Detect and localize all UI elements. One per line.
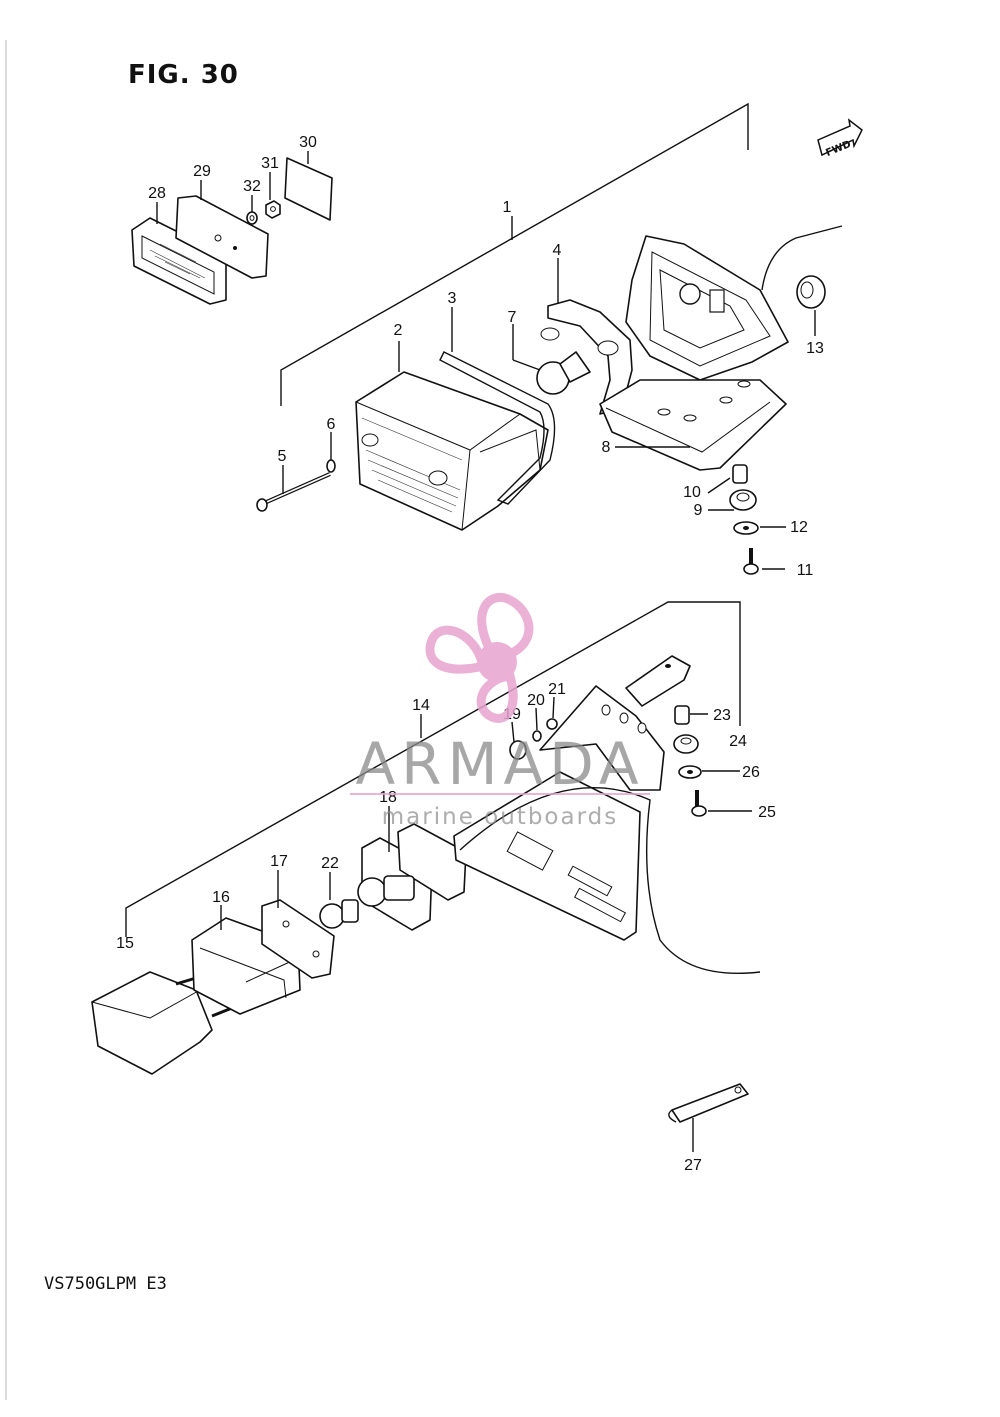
part-label-20: 20 [527, 692, 545, 709]
bulb-22 [319, 899, 359, 929]
part-label-7: 7 [508, 309, 517, 326]
socket-cover-4 [540, 299, 633, 415]
part-label-27: 27 [684, 1157, 702, 1174]
clamp-27 [668, 1083, 749, 1123]
fwd-arrow-badge: FWD [817, 118, 863, 159]
base-plate-8 [599, 379, 787, 471]
lens-gasket-3 [439, 351, 556, 505]
cushion-24 [673, 734, 699, 754]
grommet-13 [796, 275, 826, 309]
reflector-base-29 [175, 195, 269, 279]
part-number-labels: 1 2 3 4 5 6 7 8 9 10 11 12 13 14 15 16 1… [116, 134, 824, 1174]
part-label-1: 1 [503, 199, 512, 216]
part-label-29: 29 [193, 163, 211, 180]
part-label-28: 28 [148, 185, 166, 202]
part-label-12: 12 [790, 519, 808, 536]
part-label-3: 3 [448, 290, 457, 307]
propeller-logo-icon [425, 593, 534, 723]
nut-31 [265, 200, 281, 219]
screw-5 [256, 472, 331, 512]
part-label-14: 14 [412, 697, 430, 714]
part-label-10: 10 [683, 484, 701, 501]
collar-10 [732, 464, 748, 484]
bulb-7 [536, 351, 591, 395]
socket-18 [357, 823, 467, 931]
part-label-6: 6 [327, 416, 336, 433]
reflector-plate-30 [284, 157, 333, 221]
assembly-bracket-2 [125, 601, 741, 937]
figure-title: FIG. 30 [128, 60, 239, 90]
cushion-9 [729, 489, 757, 511]
bolt-11 [743, 548, 759, 575]
fastener-19 [509, 740, 527, 760]
lamp-housing [625, 225, 843, 381]
part-label-23: 23 [713, 707, 731, 724]
collar-23 [674, 705, 690, 725]
gasket-17 [261, 899, 335, 979]
nut-21 [546, 718, 558, 730]
part-label-30: 30 [299, 134, 317, 151]
washer-32 [246, 211, 258, 225]
part-label-22: 22 [321, 855, 339, 872]
part-label-17: 17 [270, 853, 288, 870]
washer-12 [733, 521, 759, 535]
part-label-31: 31 [261, 155, 279, 172]
part-label-26: 26 [742, 764, 760, 781]
lamp-wire [459, 787, 761, 975]
washer-6 [326, 459, 336, 473]
part-label-11: 11 [797, 562, 814, 579]
part-label-25: 25 [758, 804, 776, 821]
part-label-24: 24 [729, 733, 747, 750]
watermark-subtitle: marine outboards [382, 804, 618, 830]
armada-watermark: ARMADA marine outboards [350, 593, 650, 830]
part-label-16: 16 [212, 889, 230, 906]
part-label-13: 13 [806, 340, 824, 357]
part-label-8: 8 [602, 439, 611, 456]
bolt-25 [691, 790, 707, 817]
assembly-bracket-1 [280, 102, 749, 406]
part-label-2: 2 [394, 322, 403, 339]
model-code: VS750GLPM E3 [44, 1274, 167, 1294]
part-label-4: 4 [553, 242, 562, 259]
part-label-32: 32 [243, 178, 261, 195]
reflector-lens-28 [131, 217, 227, 305]
part-label-21: 21 [548, 681, 566, 698]
part-label-15: 15 [116, 935, 134, 952]
washer-26 [678, 765, 702, 779]
washer-20 [532, 730, 542, 742]
part-label-9: 9 [694, 502, 703, 519]
leader-lines [156, 151, 816, 1152]
part-label-5: 5 [278, 448, 287, 465]
watermark-name: ARMADA [355, 730, 644, 798]
license-lamp-cover-15 [91, 971, 233, 1075]
license-bracket-14 [453, 655, 691, 941]
tail-lamp-lens-2 [355, 371, 549, 531]
